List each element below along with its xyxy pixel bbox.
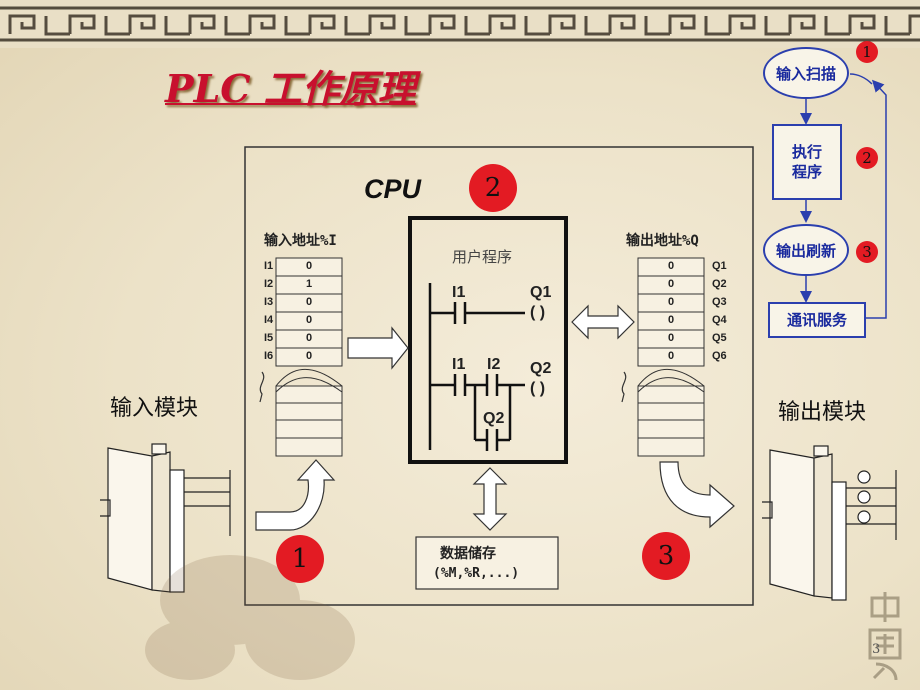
- input-register: [275, 257, 343, 457]
- input_table-addr: I5: [264, 332, 274, 344]
- arrow-input-to-program: [347, 326, 409, 370]
- rung2-contact-b-label: I2: [487, 356, 501, 373]
- rung1-coil-symbol: ( ): [530, 304, 546, 321]
- output_table-value: 0: [668, 278, 675, 290]
- flow-step-execute: 执行 程序: [772, 124, 842, 200]
- data-store-subtitle: (%M,%R,...): [433, 566, 520, 581]
- input_table-addr: I2: [264, 278, 274, 290]
- output_table-value: 0: [668, 296, 675, 308]
- flow-step-refresh: 输出刷新: [775, 242, 836, 260]
- output-table-header: 输出地址%Q: [626, 233, 699, 249]
- output_table-addr: Q2: [712, 278, 727, 290]
- data-store-title: 数据储存: [440, 546, 496, 562]
- output_table-addr: Q5: [712, 332, 727, 344]
- output-module-label: 输出模块: [778, 400, 867, 425]
- input_table-value: 0: [306, 296, 313, 308]
- page-title: PLC 工作原理: [165, 66, 416, 111]
- rung1-coil-label: Q1: [530, 284, 552, 301]
- input_table-value: 0: [306, 314, 313, 326]
- cpu-frame: [244, 146, 754, 606]
- output_table-value: 0: [668, 350, 675, 362]
- input_table-addr: I6: [264, 350, 274, 362]
- output_table-value: 0: [668, 260, 675, 272]
- input_table-value: 0: [306, 260, 313, 272]
- input-table-header: 输入地址%I: [264, 233, 337, 249]
- flow-marker-1: 1: [856, 41, 878, 63]
- arrow-output-refresh: [659, 461, 735, 529]
- marker-1-circle: 1: [276, 535, 324, 583]
- flow-oval-scan: [763, 47, 849, 99]
- arrow-program-output: [571, 304, 635, 340]
- rung2-coil-label: Q2: [530, 360, 552, 377]
- input_table-addr: I3: [264, 296, 274, 308]
- page-number: 3: [872, 642, 881, 657]
- ladder-diagram: [428, 283, 525, 451]
- data-store-box: [415, 536, 559, 590]
- input_table-value: 1: [306, 278, 313, 290]
- marker-3-circle: 3: [642, 532, 690, 580]
- input_table-addr: I1: [264, 260, 274, 272]
- rung2-coil-symbol: ( ): [530, 380, 546, 397]
- input-module-label: 输入模块: [110, 396, 199, 421]
- program-box: [408, 216, 568, 464]
- output_table-value: 0: [668, 314, 675, 326]
- arrow-program-datastore: [472, 467, 508, 531]
- input_table-value: 0: [306, 332, 313, 344]
- marker-2-circle: 2: [469, 164, 517, 212]
- flow-marker-3: 3: [856, 241, 878, 263]
- flow-step-comm: 通讯服务: [768, 302, 866, 338]
- fretwork-border: [0, 0, 920, 48]
- flow-marker-2: 2: [856, 147, 878, 169]
- output_table-addr: Q4: [712, 314, 727, 326]
- output-register: [637, 257, 705, 457]
- input-module-drawing: [100, 443, 231, 593]
- cpu-label: CPU: [364, 174, 422, 204]
- seal-decoration: [868, 592, 902, 681]
- output-module-drawing: [762, 445, 897, 601]
- output_table-addr: Q1: [712, 260, 727, 272]
- flow-oval-refresh: [763, 224, 849, 276]
- rung2-branch-label: Q2: [483, 410, 505, 427]
- rung1-contact-label: I1: [452, 284, 466, 301]
- output_table-value: 0: [668, 332, 675, 344]
- output_table-addr: Q6: [712, 350, 727, 362]
- input_table-value: 0: [306, 350, 313, 362]
- input_table-addr: I4: [264, 314, 274, 326]
- program-title: 用户程序: [452, 248, 513, 266]
- flow-step-scan: 输入扫描: [775, 65, 836, 83]
- output_table-addr: Q3: [712, 296, 727, 308]
- rung2-contact-a-label: I1: [452, 356, 466, 373]
- arrow-input-scan: [255, 459, 336, 531]
